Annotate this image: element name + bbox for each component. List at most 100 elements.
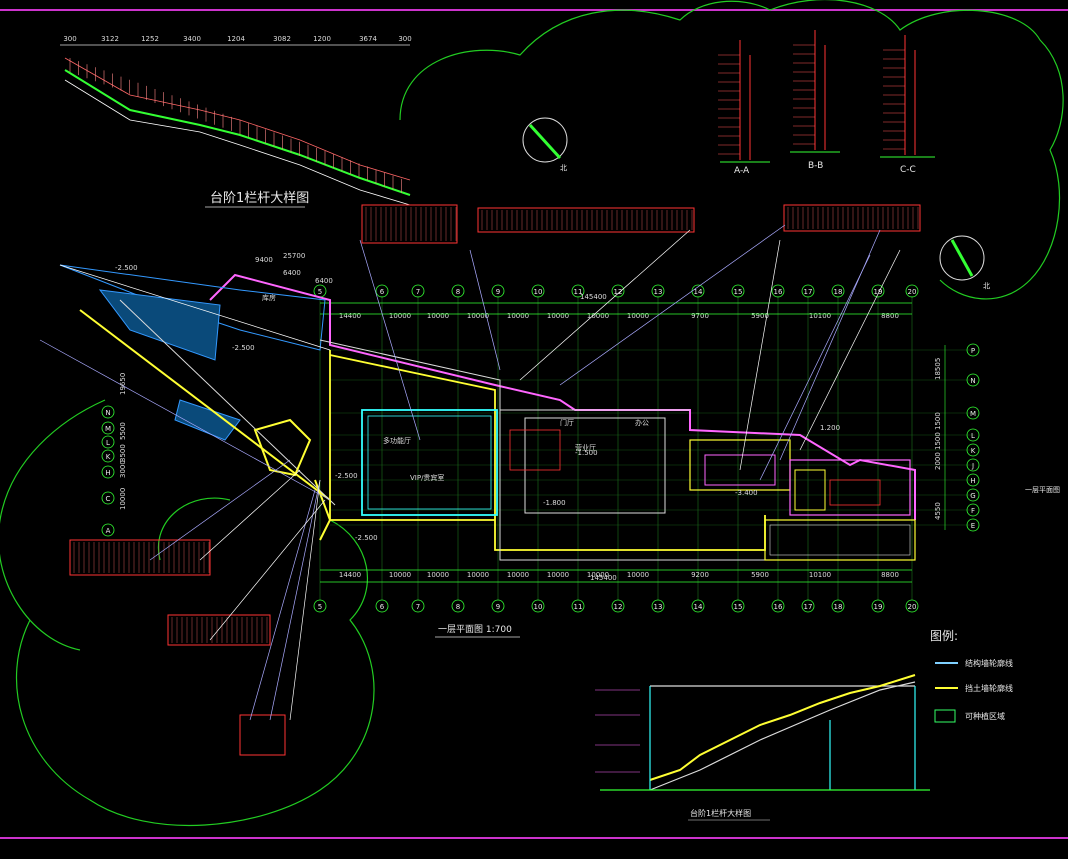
grid-label-top-12: 16 xyxy=(774,288,783,296)
row-label-left-5: H xyxy=(105,469,110,477)
row-label-left-3: L xyxy=(106,439,110,447)
row-label-right-7: H xyxy=(970,477,975,485)
grid-label-bottom-10: 14 xyxy=(694,603,703,611)
grid-label-top-2: 6 xyxy=(380,288,385,296)
detail-block-1 xyxy=(361,204,458,244)
room-label-6: 库房 xyxy=(262,293,276,302)
grid-label-bottom-2: 6 xyxy=(380,603,385,611)
legend-label-1: 结构墙轮廓线 xyxy=(965,658,1013,668)
grid-label-top-11: 15 xyxy=(734,288,743,296)
detail-block-4 xyxy=(69,539,211,576)
row-bubble-right-1 xyxy=(966,343,980,357)
tree-canopy-group xyxy=(0,0,1064,827)
span-dim-bottom-12: 8800 xyxy=(881,571,899,579)
grid-bubble-top-14 xyxy=(831,284,845,298)
top-dim-6: 3082 xyxy=(273,35,291,43)
grid-label-bottom-12: 16 xyxy=(774,603,783,611)
grid-bubble-top-2 xyxy=(375,284,389,298)
leader-lines xyxy=(39,224,901,721)
detail-block-2 xyxy=(477,207,695,233)
grid-bubble-top-12 xyxy=(771,284,785,298)
grid-bubble-top-8 xyxy=(611,284,625,298)
main-building xyxy=(253,339,916,561)
wedge-dim-1: 9400 xyxy=(255,256,273,264)
grid-label-bottom-13: 17 xyxy=(804,603,813,611)
section-label-aa: A-A xyxy=(734,166,750,176)
detail-block-3 xyxy=(783,204,921,232)
wedge-building xyxy=(59,264,336,506)
grid-label-top-9: 13 xyxy=(654,288,663,296)
row-bubble-right-2 xyxy=(966,373,980,387)
leader-line-9 xyxy=(559,224,786,386)
grid-bubble-top-15 xyxy=(871,284,885,298)
grid-label-bottom-11: 15 xyxy=(734,603,743,611)
grid-label-top-5: 9 xyxy=(496,288,500,296)
grid-bubble-bottom-5 xyxy=(491,599,505,613)
span-dim-top-8: 10000 xyxy=(627,312,649,320)
grid-label-top-13: 17 xyxy=(804,288,813,296)
grid-bubble-bottom-16 xyxy=(905,599,919,613)
row-bubble-right-6 xyxy=(966,458,980,472)
section-ticks xyxy=(718,44,905,155)
span-dim-bottom-7: 10000 xyxy=(587,571,609,579)
top-dim-8: 3674 xyxy=(359,35,377,43)
top-dim-7: 1200 xyxy=(313,35,331,43)
leader-line-16 xyxy=(39,339,331,501)
section-label-bb: B-B xyxy=(808,161,823,171)
grid-bubble-bottom-15 xyxy=(871,599,885,613)
left-dim-3: 3500 xyxy=(119,444,127,462)
left-dim-5: 10000 xyxy=(119,488,127,510)
leader-line-8 xyxy=(519,229,691,381)
leader-line-4 xyxy=(199,469,301,561)
grid-bubble-bottom-6 xyxy=(531,599,545,613)
span-dim-top-3: 10000 xyxy=(427,312,449,320)
row-bubble-left-1 xyxy=(101,405,115,419)
legend: 图例: 结构墙轮廓线 挡土墙轮廓线 可种植区域 xyxy=(930,629,1013,723)
tree-canopy-bottom-left xyxy=(15,519,375,827)
row-bubble-left-6 xyxy=(101,491,115,505)
grid-bubble-top-4 xyxy=(451,284,465,298)
grid-label-top-16: 20 xyxy=(908,288,917,296)
top-dim-4: 3400 xyxy=(183,35,201,43)
grid-label-bottom-7: 11 xyxy=(574,603,583,611)
row-label-right-1: P xyxy=(971,347,975,355)
span-dim-top-11: 10100 xyxy=(809,312,831,320)
row-bubble-right-3 xyxy=(966,406,980,420)
grid-label-top-14: 18 xyxy=(834,288,843,296)
legend-label-3: 可种植区域 xyxy=(965,711,1005,721)
elevation-4: -1.800 xyxy=(543,499,566,507)
grid-label-top-7: 11 xyxy=(574,288,583,296)
right-dim-5: 4550 xyxy=(934,502,942,520)
row-bubble-right-10 xyxy=(966,518,980,532)
grid-bubble-bottom-10 xyxy=(691,599,705,613)
grid-bubble-top-11 xyxy=(731,284,745,298)
legend-swatch-3 xyxy=(934,709,956,723)
leader-line-14 xyxy=(759,254,871,481)
row-bubble-right-9 xyxy=(966,503,980,517)
top-dim-1: 300 xyxy=(63,35,76,43)
legend-label-2: 挡土墙轮廓线 xyxy=(965,683,1013,693)
grid-bubbles: 5566778899101011111212131314141515161617… xyxy=(313,284,919,613)
row-label-right-8: G xyxy=(970,492,975,500)
row-label-left-1: N xyxy=(105,409,110,417)
span-dim-top-2: 10000 xyxy=(389,312,411,320)
grid-bubble-bottom-13 xyxy=(801,599,815,613)
grid-bubble-bottom-11 xyxy=(731,599,745,613)
span-dim-bottom-11: 10100 xyxy=(809,571,831,579)
grid-bubble-bottom-9 xyxy=(651,599,665,613)
leader-line-11 xyxy=(799,249,901,451)
detail-blocks xyxy=(69,204,921,756)
north-label-1: 北 xyxy=(560,164,567,172)
leader-line-2 xyxy=(289,479,321,721)
span-dim-top-1: 14400 xyxy=(339,312,361,320)
grid-bubble-bottom-3 xyxy=(411,599,425,613)
grid-label-top-10: 14 xyxy=(694,288,703,296)
top-dim-2: 3122 xyxy=(101,35,119,43)
tree-canopy-top-right xyxy=(399,0,1064,300)
room-label-1: 多功能厅 xyxy=(383,436,411,445)
right-dim-2: 1500 xyxy=(934,412,942,430)
detail-block-6 xyxy=(239,714,286,756)
elevation-8: 1.200 xyxy=(820,424,840,432)
leader-line-12 xyxy=(359,239,421,441)
